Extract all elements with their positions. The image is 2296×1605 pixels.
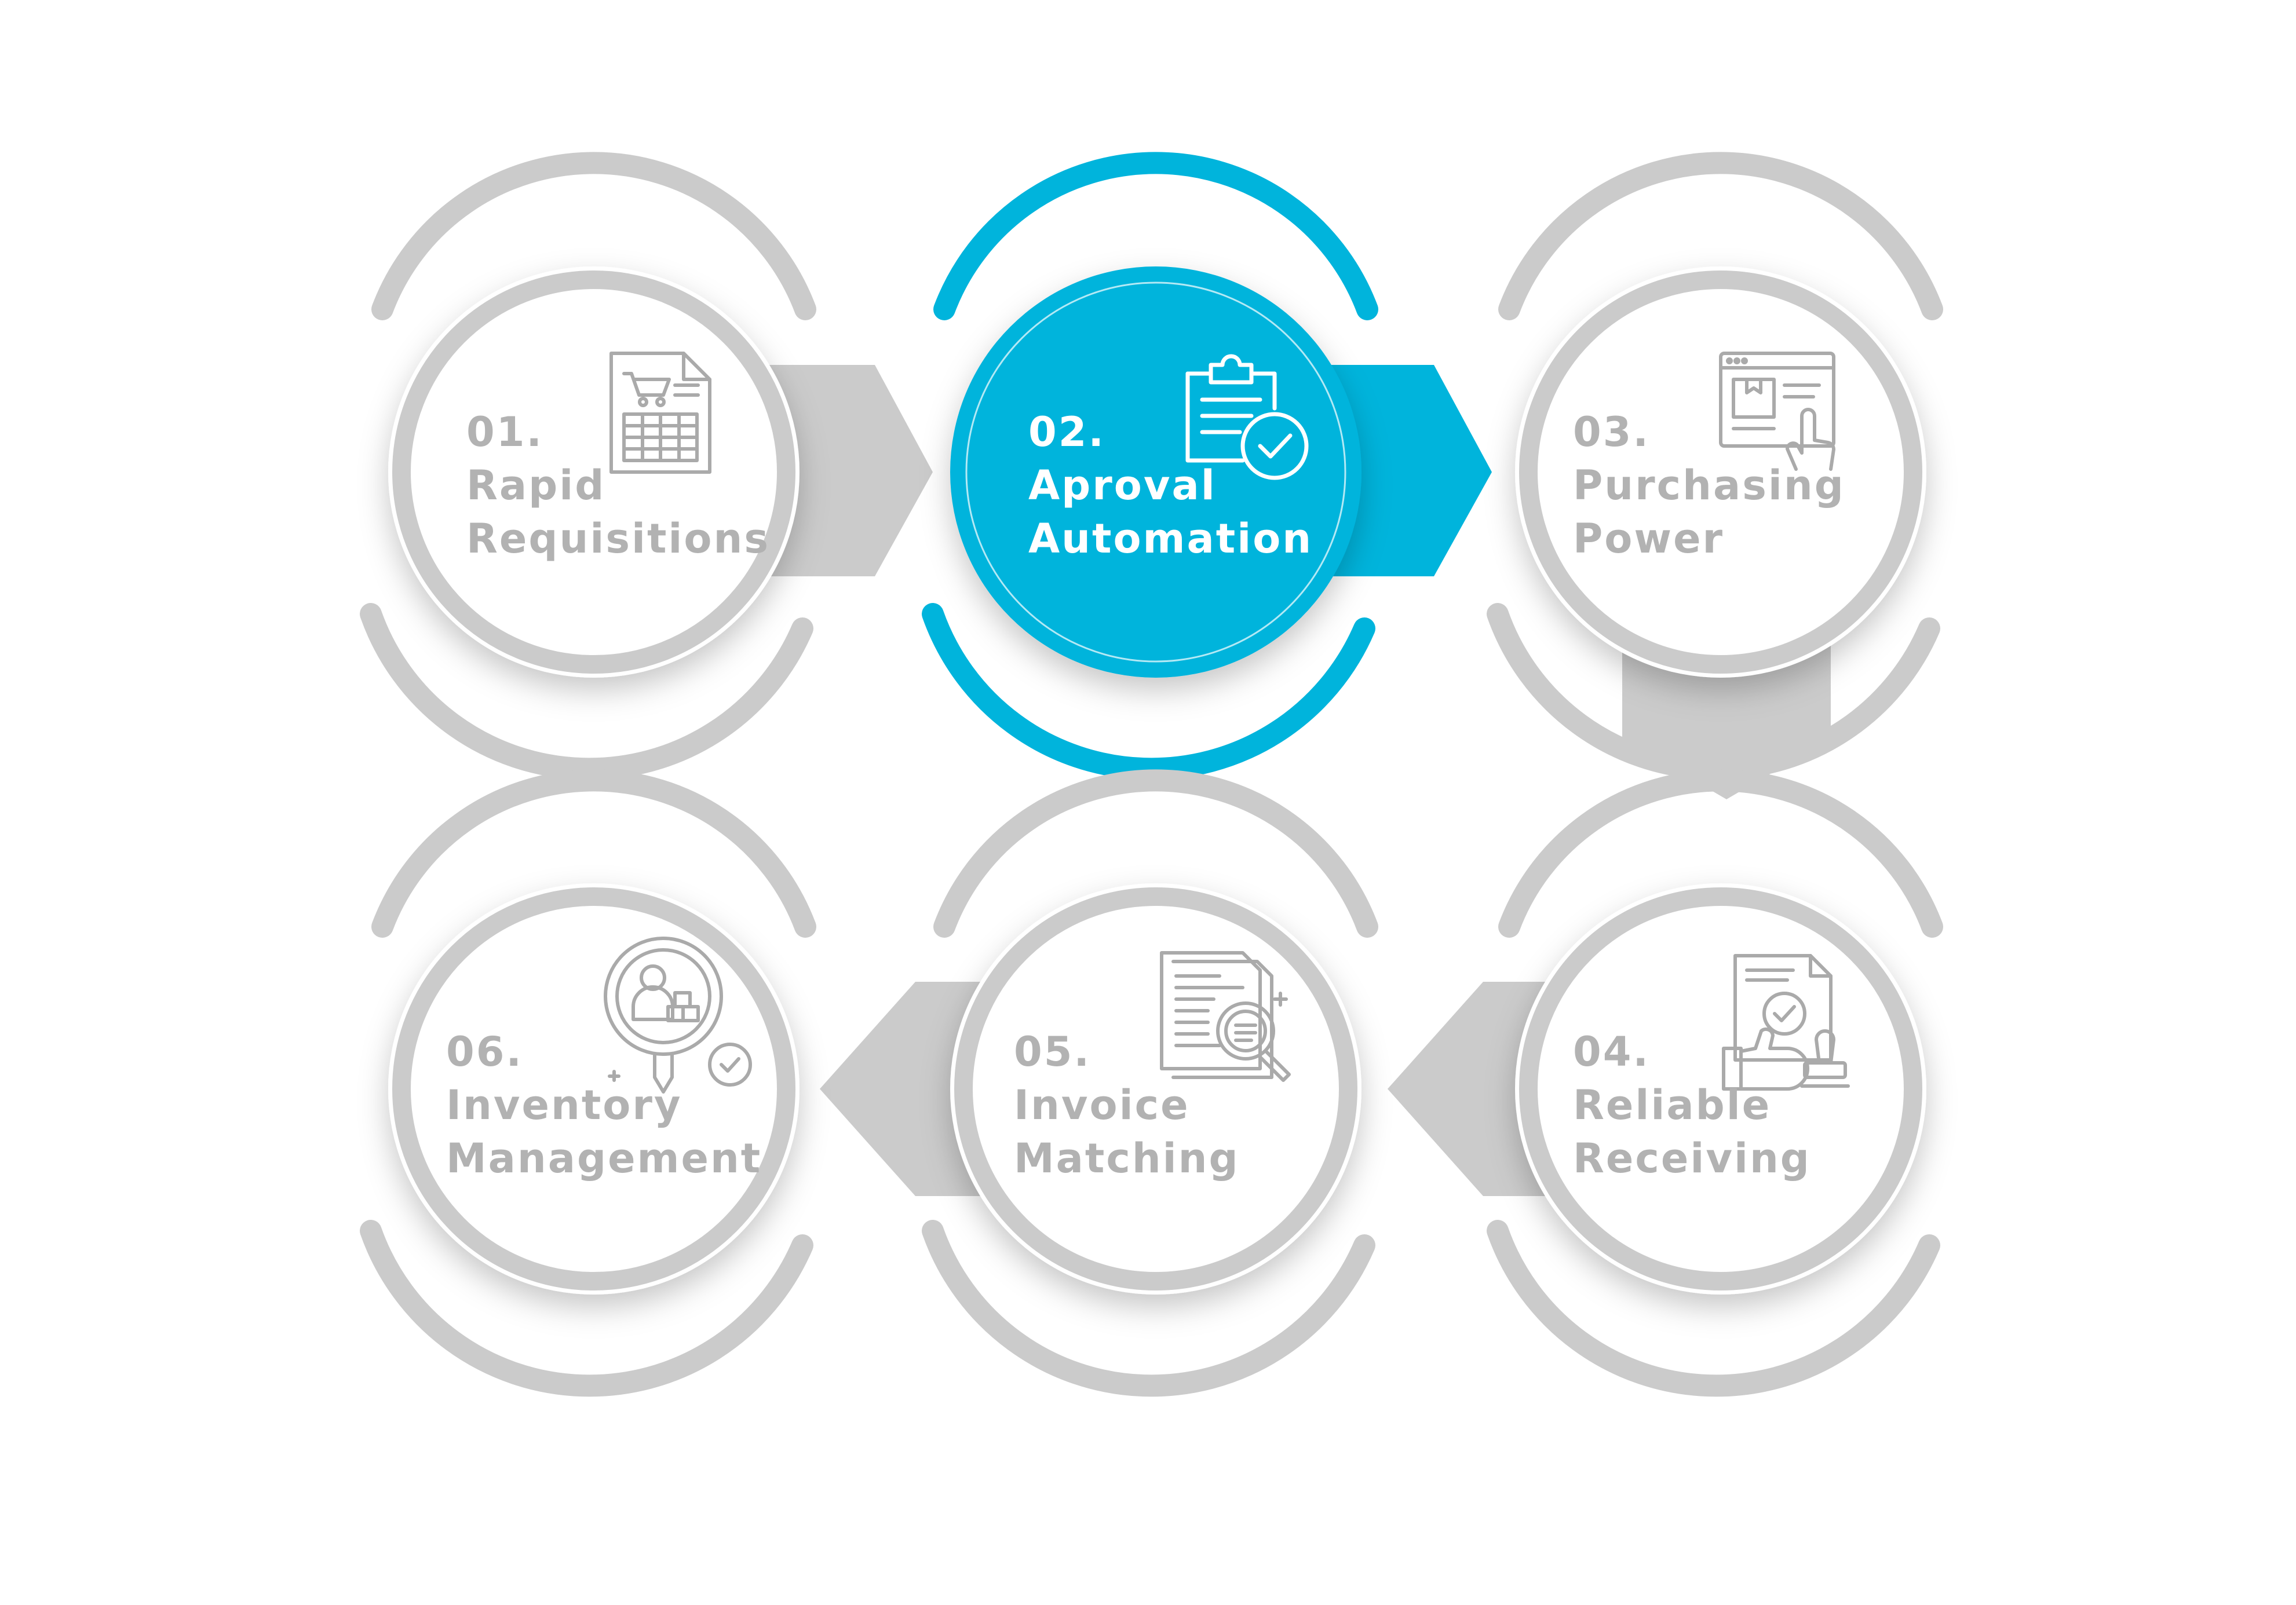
outer-ring-bottom bbox=[922, 603, 1375, 780]
outer-ring-top bbox=[933, 152, 1378, 320]
step-node-invoice-matching: 05. Invoice Matching bbox=[922, 769, 1378, 1397]
step-title-line1: Aproval bbox=[1028, 462, 1217, 509]
step-title-line1: Inventory bbox=[446, 1081, 682, 1129]
step-number: 02. bbox=[1028, 408, 1105, 456]
step-number: 03. bbox=[1573, 408, 1650, 456]
step-node-rapid-requisitions: 01. Rapid Requisitions bbox=[360, 152, 816, 780]
outer-ring-top bbox=[1498, 769, 1943, 938]
step-circle-border bbox=[1519, 270, 1922, 674]
outer-ring-top bbox=[1498, 152, 1943, 320]
step-title-line2: Requisitions bbox=[466, 515, 770, 562]
step-number: 04. bbox=[1573, 1028, 1650, 1076]
approved-document-stamp-icon bbox=[1722, 954, 1850, 1091]
outer-ring-top bbox=[933, 769, 1378, 938]
document-magnifier-icon bbox=[1160, 951, 1291, 1082]
step-circle-border bbox=[1519, 887, 1922, 1290]
outer-ring-bottom bbox=[360, 603, 813, 780]
step-node-inventory-management: 06. Inventory Management bbox=[360, 769, 816, 1397]
step-circle-shadow bbox=[950, 266, 1361, 678]
step-title-line2: Management bbox=[446, 1135, 762, 1182]
outer-ring-bottom bbox=[1487, 1220, 1940, 1397]
step-title-line1: Reliable bbox=[1573, 1081, 1771, 1129]
step-circle-border bbox=[392, 270, 795, 674]
step-number: 06. bbox=[446, 1028, 523, 1076]
step-circle-inner-border bbox=[965, 281, 1346, 663]
step-title-line1: Rapid bbox=[466, 462, 605, 509]
outer-ring-top bbox=[371, 769, 816, 938]
step-node-reliable-receiving: 04. Reliable Receiving bbox=[1487, 769, 1943, 1397]
clipboard-check-icon bbox=[1185, 354, 1309, 480]
step-title-line2: Receiving bbox=[1573, 1135, 1811, 1182]
step-node-approval-automation: 02. Aproval Automation bbox=[922, 152, 1378, 780]
step-title-line1: Purchasing bbox=[1573, 462, 1845, 509]
step-title-line1: Invoice bbox=[1014, 1081, 1190, 1129]
step-title-line2: Matching bbox=[1014, 1135, 1240, 1182]
step-title-line2: Automation bbox=[1028, 515, 1313, 562]
outer-ring-bottom bbox=[1487, 603, 1940, 780]
step-number: 05. bbox=[1014, 1028, 1091, 1076]
spreadsheet-cart-icon bbox=[609, 352, 711, 474]
step-node-purchasing-power: 03. Purchasing Power bbox=[1487, 152, 1943, 780]
outer-ring-bottom bbox=[922, 1220, 1375, 1397]
step-number: 01. bbox=[466, 408, 543, 456]
step-title-line2: Power bbox=[1573, 515, 1724, 562]
outer-ring-top bbox=[371, 152, 816, 320]
inventory-search-icon bbox=[604, 937, 752, 1094]
outer-ring-bottom bbox=[360, 1220, 813, 1397]
browser-touch-icon bbox=[1719, 352, 1835, 471]
step-circle-border bbox=[954, 887, 1357, 1290]
